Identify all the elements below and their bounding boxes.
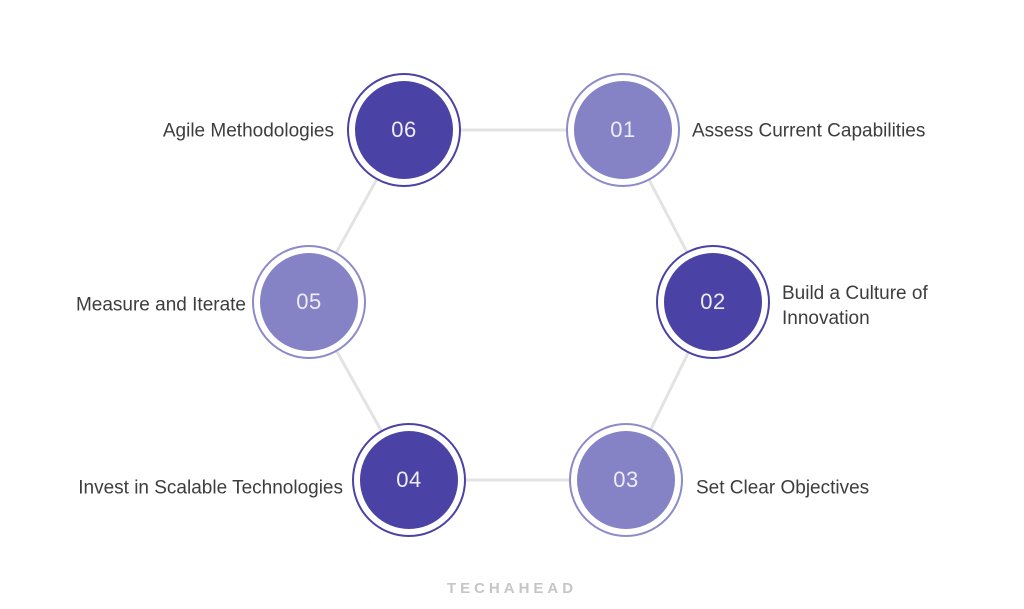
node-circle-01: 01	[566, 73, 680, 187]
node-number-06: 06	[355, 81, 453, 179]
node-label-invest-in-scalable-technologies: Invest in Scalable Technologies	[78, 477, 343, 499]
node-number-05: 05	[260, 253, 358, 351]
node-circle-02: 02	[656, 245, 770, 359]
node-number-01: 01	[574, 81, 672, 179]
node-circle-05: 05	[252, 245, 366, 359]
node-label-assess-current-capabilities: Assess Current Capabilities	[692, 120, 926, 142]
node-label-measure-and-iterate: Measure and Iterate	[75, 294, 246, 316]
node-circle-04: 04	[352, 423, 466, 537]
node-label-build-a-culture-of-innovation: Build a Culture of Innovation	[782, 283, 928, 329]
techahead-logo: TECHAHEAD	[446, 580, 578, 597]
node-label-set-clear-objectives: Set Clear Objectives	[696, 477, 870, 499]
node-number-04: 04	[360, 431, 458, 529]
node-circle-03: 03	[569, 423, 683, 537]
node-number-02: 02	[664, 253, 762, 351]
node-number-03: 03	[577, 431, 675, 529]
node-circle-06: 06	[347, 73, 461, 187]
node-label-agile-methodologies: Agile Methodologies	[162, 120, 334, 142]
